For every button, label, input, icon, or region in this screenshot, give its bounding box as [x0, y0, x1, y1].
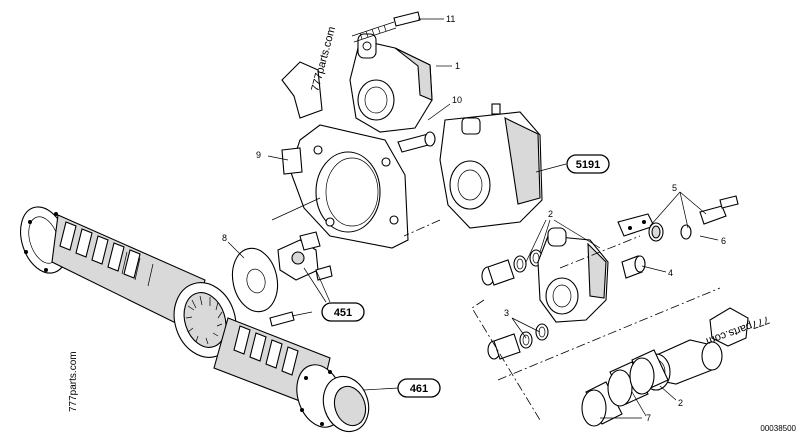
reference-461-label: 461	[410, 383, 428, 395]
brake-pistons-7	[581, 349, 669, 427]
u-joint-hub	[277, 231, 333, 281]
callout-numbers: 1 11 10 9 8 2 3 4 5 6 2 7	[222, 14, 726, 423]
reference-451-label: 451	[334, 307, 352, 319]
reference-badge-461[interactable]: 461	[397, 378, 441, 398]
watermark-top: 777parts.com	[309, 25, 338, 92]
small-bolt-451	[269, 311, 295, 327]
alignment-lines	[403, 219, 721, 421]
adjuster-parts-5-6	[617, 195, 739, 242]
callout-2-upper: 2	[548, 209, 553, 219]
bolt-10	[397, 131, 436, 153]
reference-badge-451[interactable]: 451	[321, 302, 365, 322]
seal-rings-3	[487, 323, 549, 360]
reference-5191-label: 5191	[576, 159, 600, 171]
reference-badge-5191[interactable]: 5191	[566, 154, 610, 174]
callout-5: 5	[672, 183, 677, 193]
brake-caliper-lower	[537, 227, 609, 323]
drawing-code: 00038500	[760, 424, 796, 433]
callout-7: 7	[646, 413, 651, 423]
callout-9: 9	[256, 150, 261, 160]
brake-bracket-9	[271, 61, 409, 249]
callout-2-lower: 2	[678, 398, 683, 408]
callout-3: 3	[504, 308, 509, 318]
axle-housing	[20, 206, 370, 433]
callout-8: 8	[222, 233, 227, 243]
callout-6: 6	[721, 236, 726, 246]
seal-rings-2	[481, 249, 543, 286]
callout-4: 4	[668, 268, 673, 278]
callout-1: 1	[455, 61, 460, 71]
brake-caliper-middle	[439, 103, 543, 229]
callout-10: 10	[452, 95, 462, 105]
callout-11: 11	[446, 14, 455, 24]
brake-caliper-top	[349, 33, 433, 133]
bolt-11	[351, 11, 421, 43]
watermark-left: 777parts.com	[68, 351, 79, 412]
leader-lines	[227, 18, 719, 419]
friction-disc-8	[231, 247, 279, 313]
piston-4	[621, 255, 646, 279]
